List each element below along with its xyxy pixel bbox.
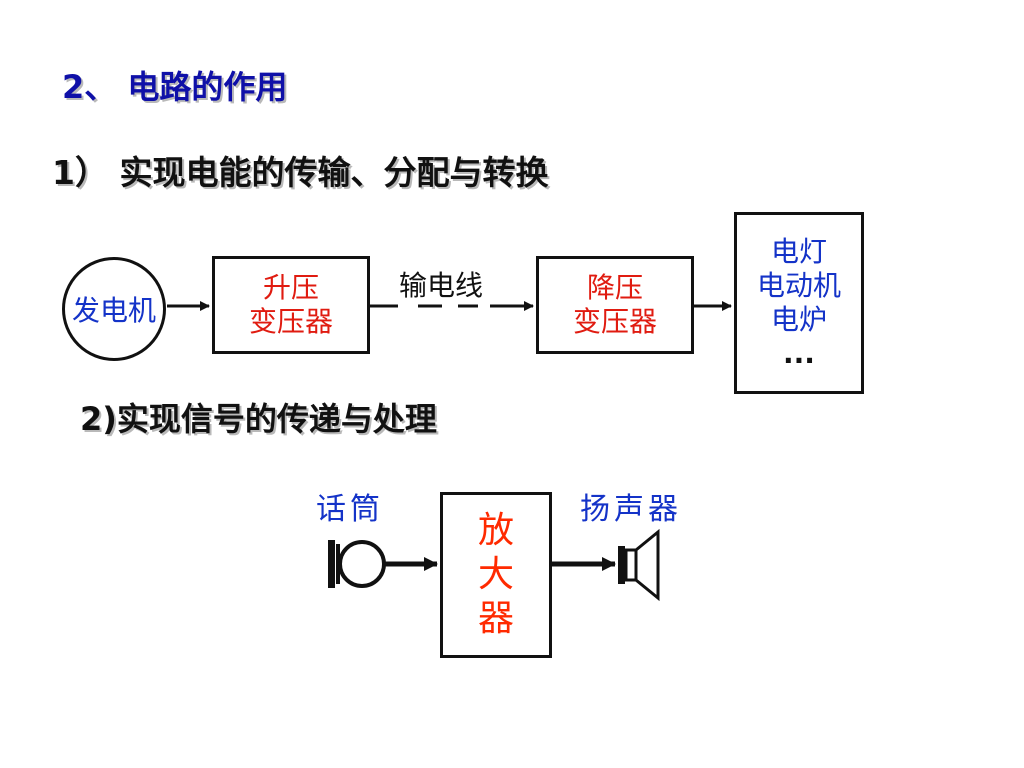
subsection-power-title: 1） 实现电能的传输、分配与转换	[52, 153, 549, 192]
microphone-icon	[328, 540, 386, 588]
section-title: 2、 电路的作用	[62, 68, 288, 106]
speaker-icon	[618, 528, 660, 602]
step-down-label-line2: 变压器	[572, 305, 657, 338]
load-furnace: 电炉	[770, 303, 827, 336]
loads-node: 电灯 电动机 电炉 ...	[734, 212, 864, 394]
transmission-line-label: 输电线	[399, 269, 484, 302]
speaker-label: 扬声器	[580, 492, 682, 527]
step-up-label-line2: 变压器	[248, 305, 333, 338]
amplifier-label-char1: 放	[477, 510, 514, 551]
amplifier-label-char2: 大	[477, 554, 514, 595]
subsection-signal-title: 2)实现信号的传递与处理	[80, 400, 437, 438]
step-down-label-line1: 降压	[586, 271, 643, 304]
step-up-label-line1: 升压	[262, 271, 319, 304]
generator-node: 发电机	[62, 257, 166, 361]
amplifier-node: 放 大 器	[440, 492, 552, 658]
step-up-transformer-node: 升压 变压器	[212, 256, 370, 354]
load-motor: 电动机	[756, 269, 841, 302]
microphone-label: 话筒	[316, 492, 384, 527]
generator-label: 发电机	[71, 294, 156, 327]
amplifier-label-char3: 器	[477, 598, 514, 639]
step-down-transformer-node: 降压 变压器	[536, 256, 694, 354]
load-lamp: 电灯	[770, 235, 827, 268]
load-ellipsis: ...	[783, 337, 815, 370]
